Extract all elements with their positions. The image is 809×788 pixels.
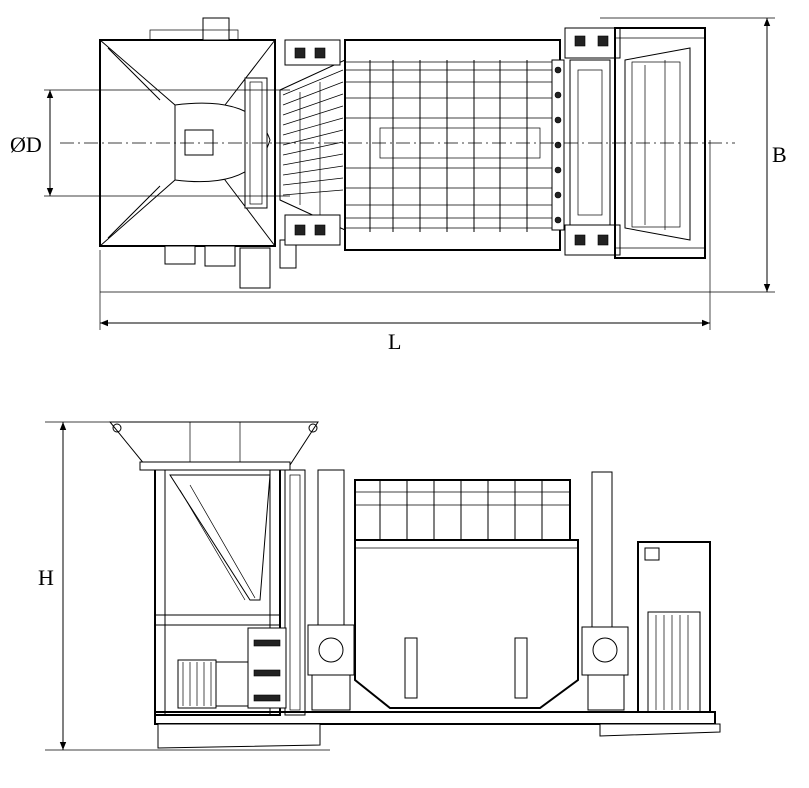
width-label: B <box>772 142 787 167</box>
plan-view: ØD B L <box>10 17 787 354</box>
cone-stripes <box>282 69 344 215</box>
end-ring-bolts <box>554 66 562 224</box>
drum-side-ribs <box>355 480 570 540</box>
length-dimension: L <box>99 140 711 354</box>
height-label: H <box>38 565 54 590</box>
diameter-dimension: ØD <box>10 89 290 197</box>
side-elevation: H <box>38 421 721 751</box>
length-label: L <box>388 329 401 354</box>
motor-fins <box>182 662 212 706</box>
drum-longitudinal-lines <box>345 61 560 229</box>
width-dimension: B <box>100 17 787 293</box>
height-dimension: H <box>38 421 330 751</box>
drum-ribs <box>369 60 528 232</box>
diameter-label: ØD <box>10 132 42 157</box>
drive-fins <box>655 615 689 710</box>
